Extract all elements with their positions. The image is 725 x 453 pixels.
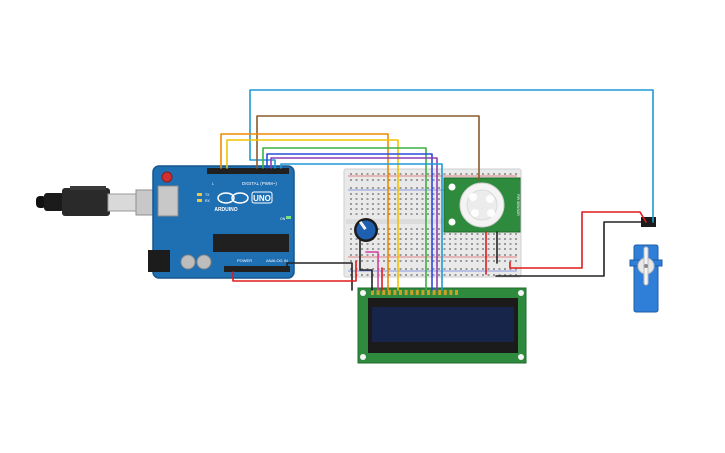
wire-brown-pir-out — [256, 115, 480, 181]
wire-red-servo-vcc — [509, 211, 647, 269]
analog-header-label: ANALOG IN — [266, 258, 288, 263]
servo-motor-icon[interactable] — [629, 217, 663, 313]
power-header-label: POWER — [237, 258, 252, 263]
wire-green-lcd — [262, 147, 427, 291]
usb-cable-icon — [36, 186, 161, 216]
wire-black-gnd — [286, 262, 353, 291]
led-tx-label: TX — [205, 193, 210, 197]
wire-cyan-lcd — [280, 163, 443, 291]
wire-yellow-lcd — [226, 139, 399, 291]
breadboard-holes — [350, 173, 517, 276]
led-l-label: L — [212, 182, 214, 186]
lcd-pin-header — [371, 290, 458, 295]
wire-black-pot-gnd — [359, 239, 373, 291]
wire-purple-lcd — [270, 157, 438, 291]
led-on-label: ON — [280, 217, 286, 221]
wires — [220, 89, 654, 291]
wire-blue-lcd — [266, 153, 433, 291]
wire-cyan-servo-signal — [249, 89, 654, 223]
wire-magenta-contrast — [365, 251, 379, 291]
potentiometer-icon[interactable] — [354, 218, 378, 242]
arduino-uno-board[interactable]: UNO ARDUINO DIGITAL (PWM~) POWER ANALOG … — [148, 165, 295, 279]
board-brand-label: ARDUINO — [214, 207, 237, 213]
board-model-label: UNO — [253, 194, 271, 203]
led-rx-label: RX — [205, 199, 211, 203]
pir-sensor-icon[interactable]: PIR SENSOR — [443, 177, 521, 233]
pir-side-label: PIR SENSOR — [516, 194, 520, 216]
wire-black-servo-gnd — [495, 221, 643, 277]
wire-red-5v — [232, 260, 357, 282]
lcd-display[interactable] — [357, 287, 527, 364]
wire-orange-lcd — [220, 133, 389, 291]
digital-header-label: DIGITAL (PWM~) — [242, 181, 277, 186]
